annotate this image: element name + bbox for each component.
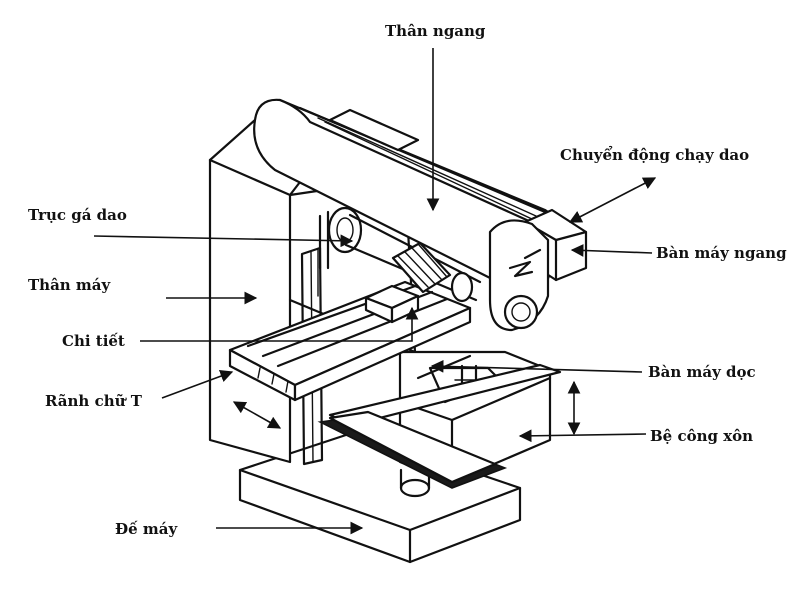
labels: Thân ngang Chuyển động chạy dao Trục gá … bbox=[28, 22, 787, 538]
label-chuyen-dong-chay-dao: Chuyển động chạy dao bbox=[560, 146, 749, 164]
label-ban-may-ngang: Bàn máy ngang bbox=[656, 244, 787, 262]
label-chi-tiet: Chi tiết bbox=[62, 332, 125, 350]
label-than-may: Thân máy bbox=[28, 276, 112, 294]
pointer-truc-ga-dao bbox=[93, 234, 354, 248]
pointer-lines bbox=[93, 48, 657, 535]
saddle bbox=[317, 363, 562, 489]
arbor-support bbox=[488, 208, 588, 332]
label-truc-ga-dao: Trục gá dao bbox=[28, 206, 127, 224]
label-ban-may-doc: Bàn máy dọc bbox=[648, 363, 756, 381]
longitudinal-motion-arrow bbox=[232, 401, 282, 429]
label-de-may: Đế máy bbox=[115, 520, 178, 538]
pointer-chi-tiet bbox=[140, 306, 419, 342]
pointer-chuyen-dong bbox=[568, 177, 657, 223]
pointer-ban-may-doc bbox=[430, 359, 643, 373]
label-ranh-chu-t: Rãnh chữ T bbox=[45, 392, 143, 410]
pointer-be-cong-xon bbox=[518, 429, 647, 443]
pointer-ranh-chu-t bbox=[161, 370, 234, 399]
pointer-ban-may-ngang bbox=[570, 244, 653, 257]
label-be-cong-xon: Bệ công xôn bbox=[650, 427, 753, 445]
label-than-ngang: Thân ngang bbox=[385, 22, 486, 40]
overarm bbox=[253, 98, 563, 295]
